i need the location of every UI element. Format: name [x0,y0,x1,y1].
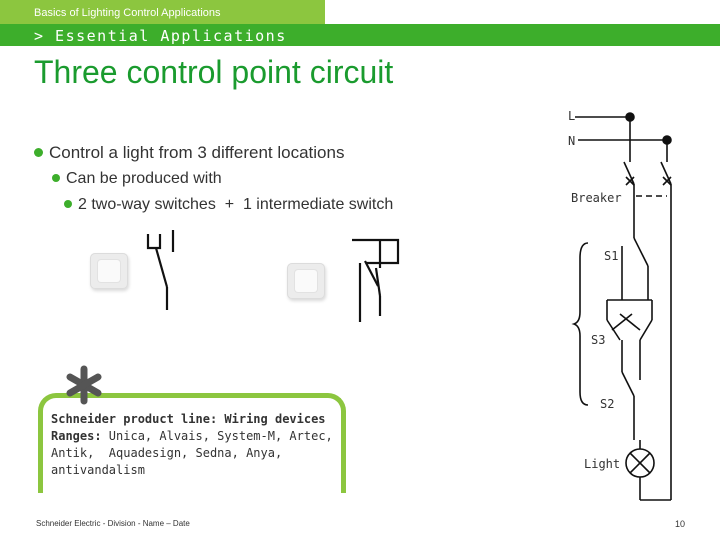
label-breaker: Breaker [571,191,622,205]
intermediate-switch-image [287,263,325,299]
course-title-band: Basics of Lighting Control Applications [0,0,325,24]
bullet-text: 2 two-way switches + 1 intermediate swit… [78,196,394,213]
slide-title: Three control point circuit [34,54,394,90]
label-s2: S2 [600,397,614,411]
label-s3: S3 [591,333,605,347]
bullet-dot [52,174,60,182]
ranges-label: Ranges: [51,429,102,443]
page-number: 10 [675,519,686,529]
label-n: N [568,134,575,148]
bullet-dot [34,148,43,157]
label-l: L [568,109,575,123]
course-title: Basics of Lighting Control Applications [34,7,221,19]
section-bar: > Essential Applications [0,24,720,46]
section-title: > Essential Applications [34,27,287,45]
ranges-list: Unica, Alvais, System-M, Artec, Antik, A… [51,429,340,477]
switch-rocker [98,260,120,282]
bullet-text: Control a light from 3 different locatio… [49,143,345,162]
bullet-dot [64,200,72,208]
footer-text: Schneider Electric - Division - Name – D… [36,519,190,528]
label-light: Light [584,457,620,471]
label-s1: S1 [604,249,618,263]
bullet-text: Can be produced with [66,170,222,187]
product-line-callout: Schneider product line: Wiring devices R… [38,393,346,493]
switch-rocker [295,270,317,292]
two-way-switch-symbol [146,230,175,310]
intermediate-switch-symbol [352,238,400,322]
circuit [571,112,672,501]
product-line-label: Schneider product line: Wiring devices [51,412,326,426]
two-way-switch-image [90,253,128,289]
bullet-level-3: 2 two-way switches + 1 intermediate swit… [64,196,393,214]
bullet-level-1: Control a light from 3 different locatio… [34,143,344,163]
asterisk-icon [66,365,102,405]
brace [571,242,589,406]
bullet-level-2: Can be produced with [52,170,222,188]
